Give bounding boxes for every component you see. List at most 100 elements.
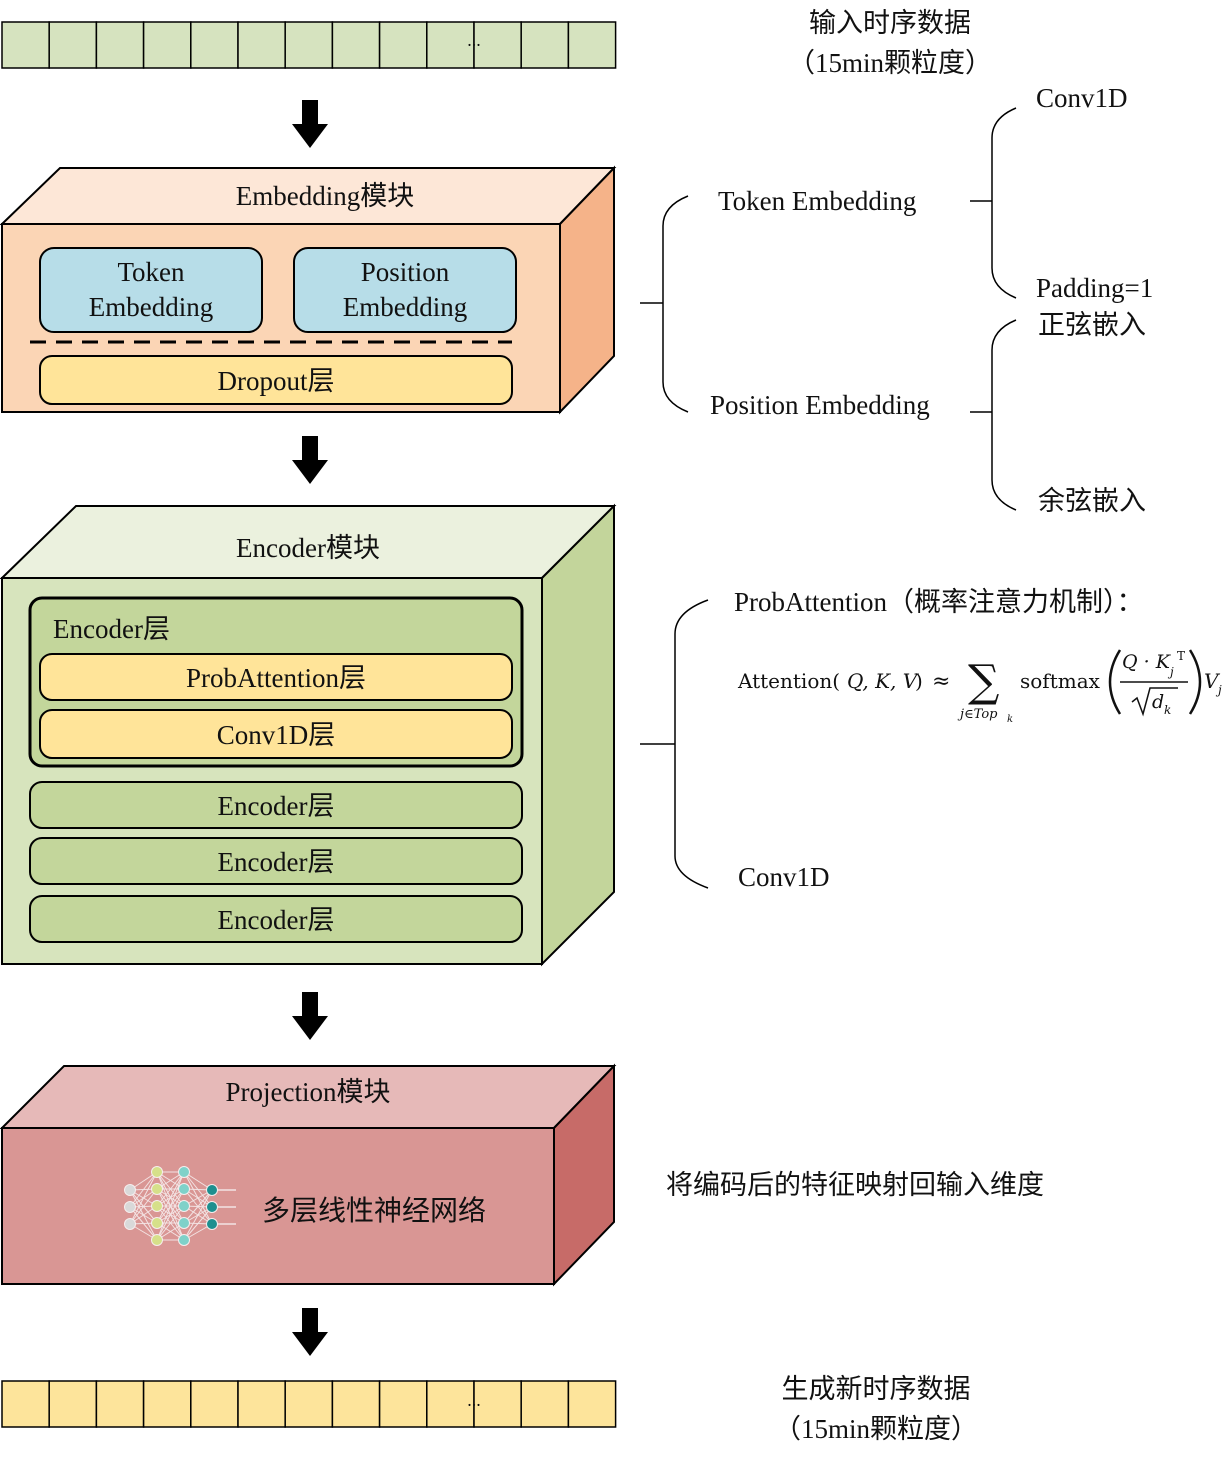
dropout-layer-box [39, 355, 513, 405]
down-arrow-icon [292, 1308, 328, 1356]
nn-node [206, 1218, 218, 1230]
nn-node [151, 1217, 163, 1229]
nn-edge [156, 1188, 185, 1241]
output-cell [95, 1380, 145, 1428]
nn-node [206, 1184, 218, 1196]
input-cell [378, 21, 428, 69]
nn-edge [129, 1171, 158, 1225]
output-cell [378, 1380, 428, 1428]
formula-left-paren [1108, 649, 1122, 715]
encoder-layer-label: Encoder层 [218, 847, 335, 877]
input-ellipsis: ... [467, 30, 481, 50]
neural-network-icon [124, 1166, 236, 1246]
token-embedding-line1: Token [117, 257, 185, 287]
input-cell [567, 21, 617, 69]
tree-position-embedding: Position Embedding [710, 390, 930, 420]
projection-note: 将编码后的特征映射回输入维度 [666, 1170, 1044, 1200]
formula-den: d [1152, 691, 1164, 713]
position-embedding-line2: Embedding [343, 292, 467, 322]
projection-title: Projection模块 [226, 1077, 391, 1107]
projection-front-face [1, 1127, 555, 1285]
nn-node [151, 1234, 163, 1246]
formula-sum-sub-k: k [1007, 714, 1013, 725]
input-cell [95, 21, 145, 69]
nn-edge [156, 1171, 185, 1241]
formula-numerator: Q · K [1122, 651, 1172, 673]
token-embedding-box [39, 247, 263, 333]
tree-encoder-conv1d: Conv1D [738, 862, 830, 892]
formula-sqrt [1131, 687, 1178, 717]
encoder-side-face [541, 503, 615, 967]
embedding-module: Embedding模块 Token Embedding Position Emb… [0, 165, 617, 415]
formula-right-paren [1188, 649, 1202, 715]
input-cell [520, 21, 570, 69]
tree-sine-embedding: 正弦嵌入 [1038, 310, 1146, 340]
embedding-tree [640, 107, 1017, 511]
position-embedding-line1: Position [361, 257, 450, 287]
formula-v: V [1204, 669, 1221, 693]
formula-sum: ∑ [968, 656, 999, 707]
tree-prob-attention: ProbAttention（概率注意力机制）： [734, 587, 1144, 617]
output-sequence: ... [1, 1380, 617, 1428]
formula-num-sub: j [1167, 665, 1174, 679]
input-sequence: ... [1, 21, 617, 69]
projection-module: Projection模块 多层线性神经网络 [0, 1063, 617, 1287]
nn-node [151, 1183, 163, 1195]
conv1d-layer-box [39, 709, 513, 759]
nn-edge [183, 1206, 213, 1241]
output-cell [284, 1380, 334, 1428]
attention-formula: Attention( Q, K, V ) ≈ ∑ j∈Top k softmax… [737, 649, 1222, 725]
nn-node [124, 1201, 136, 1213]
formula-attention: Attention( [737, 669, 840, 693]
down-arrow-icon [292, 100, 328, 148]
token-embedding-line2: Embedding [89, 292, 213, 322]
nn-node [178, 1166, 190, 1178]
encoder-layer-box [29, 895, 523, 943]
input-cell [331, 21, 381, 69]
formula-den-sub: k [1164, 703, 1171, 717]
encoder-tree [640, 599, 709, 889]
input-cell [190, 21, 239, 69]
output-cell [567, 1380, 617, 1428]
projection-label: 多层线性神经网络 [262, 1195, 486, 1227]
input-cell [426, 21, 475, 69]
output-cell [48, 1380, 98, 1428]
formula-approx: ≈ [932, 669, 950, 694]
nn-node [206, 1201, 218, 1213]
input-cell [473, 21, 522, 69]
encoder-title: Encoder模块 [236, 533, 380, 563]
input-label-line1: 输入时序数据 [809, 8, 971, 38]
nn-node [178, 1234, 190, 1246]
output-label-line2: （15min颗粒度） [774, 1414, 978, 1444]
output-ellipsis: ... [467, 1390, 481, 1410]
nn-node [178, 1217, 190, 1229]
output-cell [142, 1380, 192, 1428]
embedding-title: Embedding模块 [236, 181, 414, 211]
conv1d-layer-label: Conv1D层 [217, 720, 336, 750]
output-cell [237, 1380, 286, 1428]
input-label-line2: （15min颗粒度） [788, 48, 992, 78]
nn-node [151, 1166, 163, 1178]
output-label-line1: 生成新时序数据 [782, 1374, 971, 1404]
encoder-layer-stack: Encoder层 Encoder层 Encoder层 [29, 781, 523, 943]
nn-edge [183, 1189, 213, 1224]
nn-edge [129, 1171, 158, 1208]
formula-v-sub: j [1215, 683, 1222, 697]
input-cell [237, 21, 286, 69]
encoder-layer-box [29, 781, 523, 829]
nn-node [124, 1218, 136, 1230]
tree-conv1d: Conv1D [1036, 83, 1128, 113]
nn-edge [129, 1188, 158, 1225]
tree-token-embedding: Token Embedding [718, 186, 916, 216]
formula-num-sup: T [1177, 649, 1185, 663]
prob-attention-layer-box [39, 653, 513, 701]
down-arrow-icon [292, 436, 328, 484]
output-cell [520, 1380, 570, 1428]
encoder-layer-label: Encoder层 [218, 791, 335, 821]
input-cell [1, 21, 50, 69]
encoder-layer-label: Encoder层 [218, 905, 335, 935]
nn-edge [183, 1189, 213, 1241]
formula-softmax: softmax [1020, 669, 1101, 693]
encoder-module: Encoder模块 Encoder层 ProbAttention层 Conv1D… [0, 503, 617, 967]
